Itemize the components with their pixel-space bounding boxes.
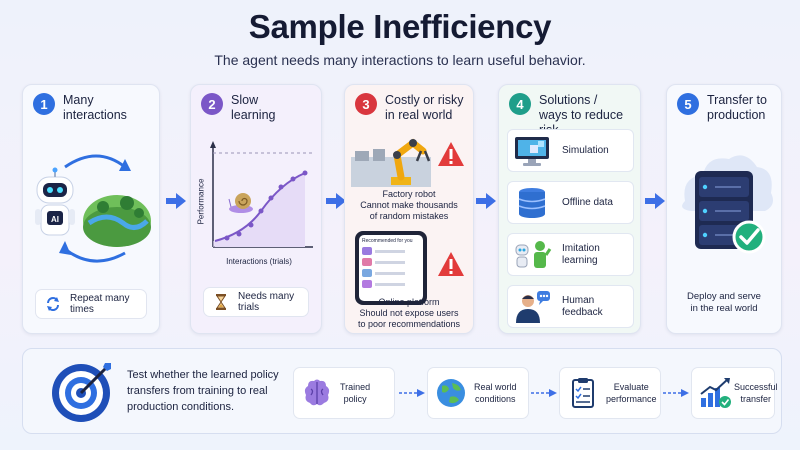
learning-curve-chart <box>210 141 313 248</box>
online-platform-caption: Online platform Should not expose users … <box>357 297 461 329</box>
solution-offline-data: Offline data <box>507 181 634 224</box>
solution-simulation: Simulation <box>507 129 634 172</box>
repeat-chip: Repeat many times <box>35 289 147 319</box>
arrow-step-3-to-4 <box>476 193 496 209</box>
pipeline-arrow-3 <box>663 389 689 397</box>
hourglass-icon <box>216 294 226 310</box>
step-1-badge: 1 <box>33 93 55 115</box>
warning-icon <box>438 142 464 166</box>
growth-chart-icon <box>700 378 731 408</box>
earth-icon <box>83 195 151 247</box>
factory-robot-caption: Factory robot Cannot make thousands of r… <box>360 189 458 221</box>
step-4-badge: 4 <box>509 93 531 115</box>
brain-icon <box>304 379 330 406</box>
repeat-icon <box>47 297 59 311</box>
database-icon <box>518 187 546 218</box>
arrow-step-1-to-2 <box>166 193 186 209</box>
target-icon <box>52 363 111 422</box>
transfer-test-panel: Test whether the learned policy transfer… <box>22 348 782 434</box>
phone-mockup: Recommended for you <box>355 231 427 305</box>
page-title: Sample Inefficiency <box>248 8 552 45</box>
robot-icon: AI <box>35 167 75 236</box>
trials-chip: Needs many trials <box>203 287 309 317</box>
monitor-icon <box>515 136 549 166</box>
pipeline-arrow-1 <box>399 389 425 397</box>
step-5-badge: 5 <box>677 93 699 115</box>
interaction-loop-illustration: AI <box>35 154 151 263</box>
page-subtitle: The agent needs many interactions to lea… <box>214 52 586 68</box>
arrow-step-4-to-5 <box>645 193 665 209</box>
step-3-badge: 3 <box>355 93 377 115</box>
clipboard-icon <box>572 378 594 408</box>
warning-icon <box>438 252 464 276</box>
chart-x-label: Interactions (trials) <box>226 257 292 266</box>
imitation-icon <box>515 240 552 268</box>
pipeline-arrow-2 <box>531 389 557 397</box>
step-2-badge: 2 <box>201 93 223 115</box>
person-icon <box>516 290 550 323</box>
factory-robot-illustration <box>351 138 431 187</box>
deploy-caption: Deploy and serve in the real world <box>687 291 761 314</box>
earth-icon <box>437 379 465 407</box>
step-4-card: 4 Solutions /ways to reduce risk Simulat… <box>498 84 641 334</box>
snail-icon <box>228 193 253 213</box>
transfer-test-description: Test whether the learned policy transfer… <box>127 369 279 413</box>
svg-text:AI: AI <box>51 215 59 224</box>
server-icon <box>682 155 773 254</box>
phone-header: Recommended for you <box>362 238 413 244</box>
arrow-step-2-to-3 <box>326 193 346 209</box>
